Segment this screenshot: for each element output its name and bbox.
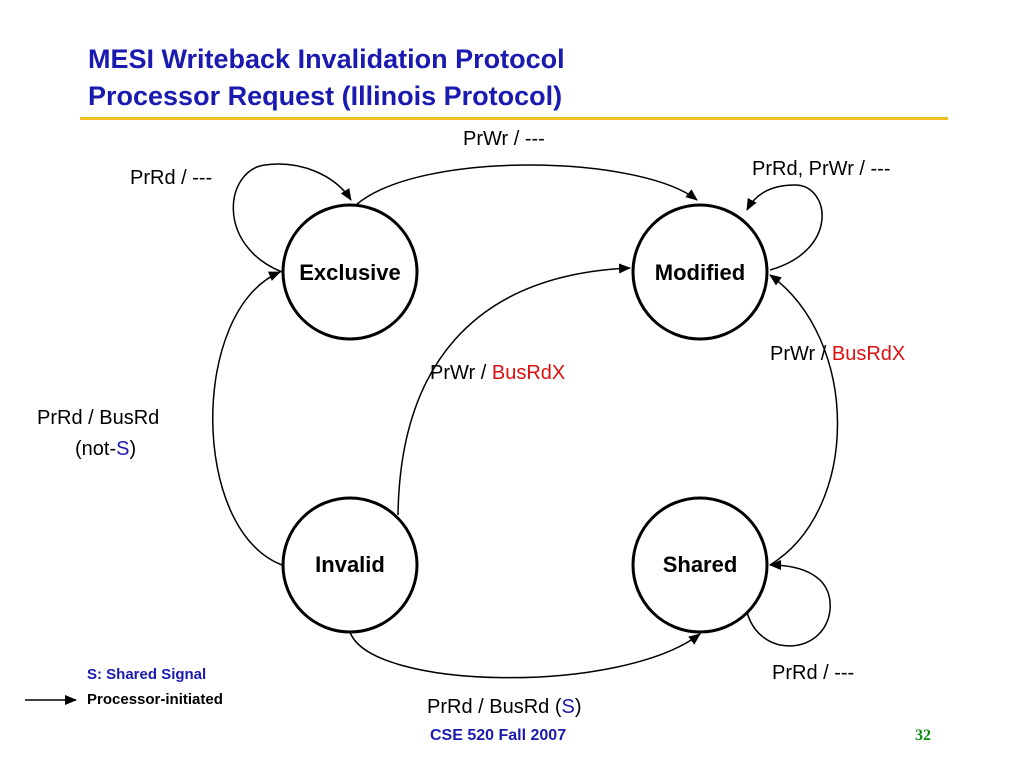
title-underline (80, 117, 948, 120)
edge-invalid-to-exclusive (212, 271, 283, 566)
state-invalid-label: Invalid (315, 552, 385, 577)
edge-exclusive-to-modified (355, 164, 698, 206)
label-not-s-prefix: (not- (75, 438, 117, 460)
legend-shared-signal: S: Shared Signal (87, 666, 207, 683)
label-invalid-to-exclusive-line1: PrRd / BusRd (37, 407, 160, 429)
edge-shared-self (746, 560, 831, 647)
label-shared-self: PrRd / --- (772, 662, 855, 684)
legend-processor-initiated: Processor-initiated (87, 691, 223, 708)
label-invalid-to-modified-action: PrWr / (430, 362, 492, 384)
label-not-s-signal: S (116, 438, 130, 460)
label-invalid-to-shared-suffix: ) (574, 696, 582, 718)
label-invalid-to-shared: PrRd / BusRd (S) (427, 696, 582, 718)
label-modified-self: PrRd, PrWr / --- (752, 158, 891, 180)
title-line-2: Processor Request (Illinois Protocol) (88, 81, 563, 111)
edge-invalid-to-shared (349, 631, 701, 679)
edge-modified-self (746, 184, 823, 271)
state-shared-label: Shared (662, 552, 738, 577)
label-not-s-suffix: ) (129, 438, 137, 460)
label-exclusive-to-modified: PrWr / --- (463, 128, 545, 150)
label-invalid-to-modified: PrWr / BusRdX (430, 362, 565, 384)
label-invalid-to-shared-prefix: PrRd / BusRd ( (427, 696, 562, 718)
label-invalid-to-modified-bus: BusRdX (491, 362, 566, 384)
label-invalid-to-shared-signal: S (561, 696, 575, 718)
label-shared-to-modified: PrWr / BusRdX (770, 343, 905, 365)
label-shared-to-modified-bus: BusRdX (831, 343, 906, 365)
label-shared-to-modified-action: PrWr / (770, 343, 832, 365)
footer-course: CSE 520 Fall 2007 (430, 727, 567, 744)
page-number: 32 (915, 727, 931, 744)
edge-shared-to-modified (769, 274, 839, 566)
edge-invalid-to-modified (397, 263, 631, 516)
state-exclusive-label: Exclusive (299, 260, 401, 285)
state-exclusive-circle (281, 203, 419, 341)
label-exclusive-self: PrRd / --- (130, 167, 213, 189)
state-shared-circle (631, 496, 769, 634)
state-modified-label: Modified (654, 260, 746, 285)
label-invalid-to-exclusive-line2: (not-S) (75, 438, 136, 460)
title-line-1: MESI Writeback Invalidation Protocol (88, 44, 565, 74)
state-modified-circle (631, 203, 769, 341)
edge-exclusive-self (232, 163, 352, 273)
